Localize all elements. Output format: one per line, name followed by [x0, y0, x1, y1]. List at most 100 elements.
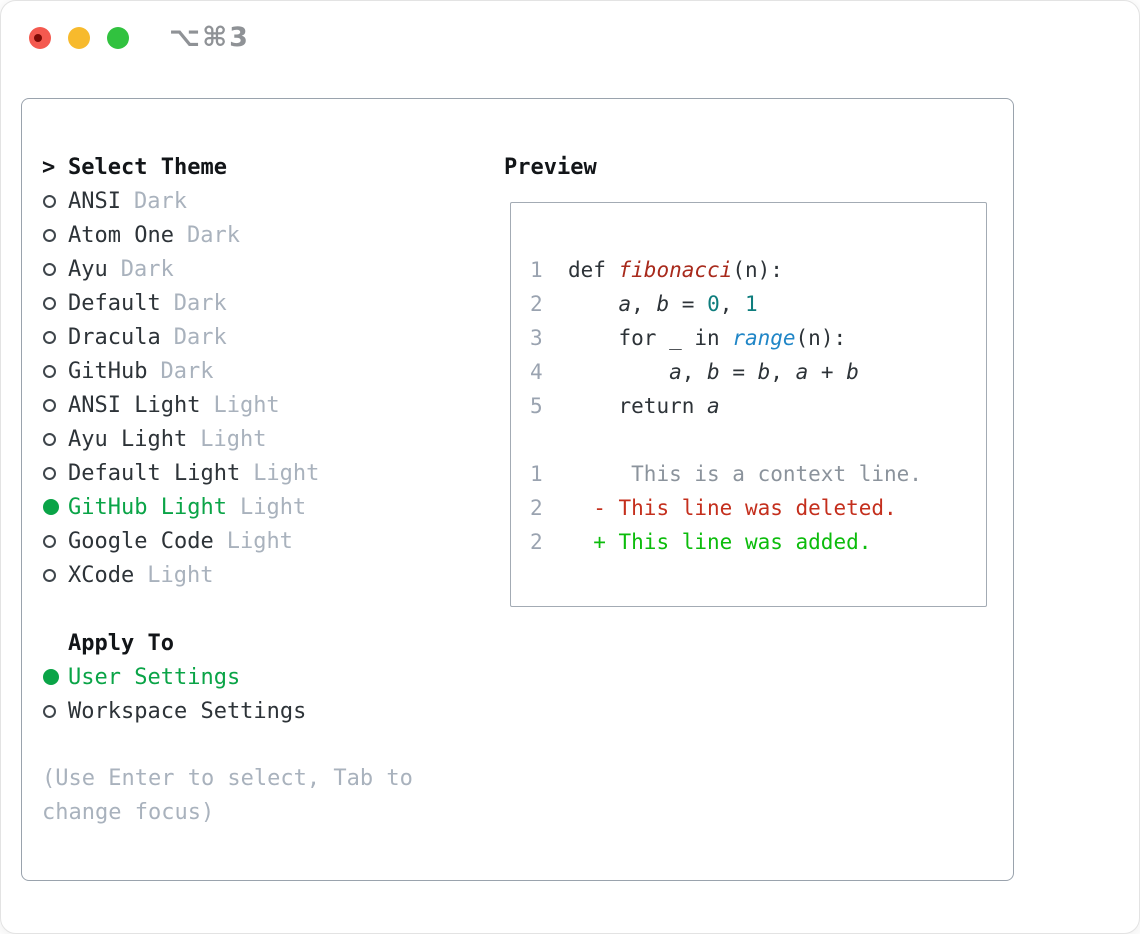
code-token-plain: def [542, 258, 619, 282]
radio-circle [43, 364, 56, 378]
code-token-var: b [846, 360, 859, 384]
option-label: GitHub [68, 358, 148, 384]
radio-circle [43, 398, 56, 412]
radio-circle [43, 228, 56, 242]
line-number: 1 [530, 462, 543, 486]
option-variant-tag: Dark [133, 188, 187, 214]
code-token-plain: = [719, 360, 758, 384]
option-label: Dracula [68, 324, 161, 350]
radio-unselected-icon [42, 262, 68, 276]
code-token-plain: = [669, 292, 708, 316]
radio-unselected-icon [42, 704, 68, 718]
preview-header: Preview [504, 154, 597, 180]
option-label: Ayu Light [68, 426, 188, 452]
theme-option-ansi-light[interactable]: ANSI Light Light [42, 388, 413, 422]
preview-code-line: 5 return a [530, 389, 986, 423]
option-label: Ayu [68, 256, 108, 282]
traffic-lights [29, 27, 129, 49]
preview-code-line [530, 423, 986, 457]
keyboard-hint-line-1: (Use Enter to select, Tab to [42, 766, 413, 791]
select-theme-header: Select Theme [68, 154, 227, 180]
radio-circle [43, 432, 56, 446]
line-number: 2 [530, 530, 543, 554]
radio-unselected-icon [42, 568, 68, 582]
radio-selected-icon [42, 499, 68, 515]
radio-unselected-icon [42, 228, 68, 242]
option-variant-tag: Dark [186, 222, 240, 248]
line-number: 4 [530, 360, 543, 384]
zoom-button[interactable] [107, 27, 129, 49]
radio-unselected-icon [42, 296, 68, 310]
code-token-plain: return [542, 394, 708, 418]
radio-circle [43, 568, 56, 582]
code-token-plain: for _ in [542, 326, 733, 350]
code-token-plain: , [770, 360, 796, 384]
code-token-var: b [707, 360, 720, 384]
radio-unselected-icon [42, 364, 68, 378]
radio-circle [43, 194, 56, 208]
line-number: 2 [530, 496, 543, 520]
option-label: XCode [68, 562, 135, 588]
line-number: 2 [530, 292, 543, 316]
theme-option-default[interactable]: Default Dark [42, 286, 413, 320]
radio-unselected-icon [42, 194, 68, 208]
option-label: Google Code [68, 528, 214, 554]
code-token-var: a [795, 360, 809, 384]
apply-option-workspace-settings[interactable]: Workspace Settings [42, 694, 413, 728]
option-label: Atom One [68, 222, 174, 248]
select-theme-header-row: > Select Theme [42, 150, 413, 184]
radio-selected-icon [42, 669, 68, 685]
option-variant-tag: Dark [173, 324, 227, 350]
theme-option-google-code[interactable]: Google Code Light [42, 524, 413, 558]
minimize-button[interactable] [68, 27, 90, 49]
code-token-numlit: 1 [745, 292, 758, 316]
theme-option-ayu-light[interactable]: Ayu Light Light [42, 422, 413, 456]
theme-option-dracula[interactable]: Dracula Dark [42, 320, 413, 354]
option-variant-tag: Light [200, 426, 267, 452]
theme-option-atom-one[interactable]: Atom One Dark [42, 218, 413, 252]
line-number: 1 [530, 258, 543, 282]
code-token-func: fibonacci [618, 258, 733, 282]
apply-option-user-settings[interactable]: User Settings [42, 660, 413, 694]
preview-code-line: 2 + This line was added. [530, 525, 986, 559]
code-token-plain [543, 360, 669, 384]
code-token-var: a [618, 292, 632, 316]
window-shortcut-title: ⌥⌘3 [169, 22, 250, 53]
option-variant-tag: Light [253, 460, 320, 486]
code-token-added: + This line was added. [542, 530, 872, 554]
preview-code-line: 1 def fibonacci(n): [530, 253, 986, 287]
preview-code-line: 3 for _ in range(n): [530, 321, 986, 355]
close-button[interactable] [29, 27, 51, 49]
radio-circle [43, 534, 56, 548]
keyboard-hint-line-2: change focus) [42, 800, 215, 825]
option-variant-tag: Dark [120, 256, 174, 282]
option-variant-tag: Light [226, 528, 293, 554]
theme-option-ayu[interactable]: Ayu Dark [42, 252, 413, 286]
option-label: Default [68, 290, 161, 316]
code-token-plain: , [631, 292, 657, 316]
radio-unselected-icon [42, 432, 68, 446]
option-variant-tag: Light [213, 392, 280, 418]
spacer [42, 592, 413, 626]
code-token-plain [543, 292, 619, 316]
preview-code-line: 2 a, b = 0, 1 [530, 287, 986, 321]
preview-code-line: 2 - This line was deleted. [530, 491, 986, 525]
code-token-plain: + [808, 360, 847, 384]
close-button-dot [34, 34, 42, 42]
option-label: ANSI Light [68, 392, 201, 418]
line-number: 5 [530, 394, 543, 418]
code-token-var: a [707, 394, 720, 418]
option-variant-tag: Dark [173, 290, 227, 316]
